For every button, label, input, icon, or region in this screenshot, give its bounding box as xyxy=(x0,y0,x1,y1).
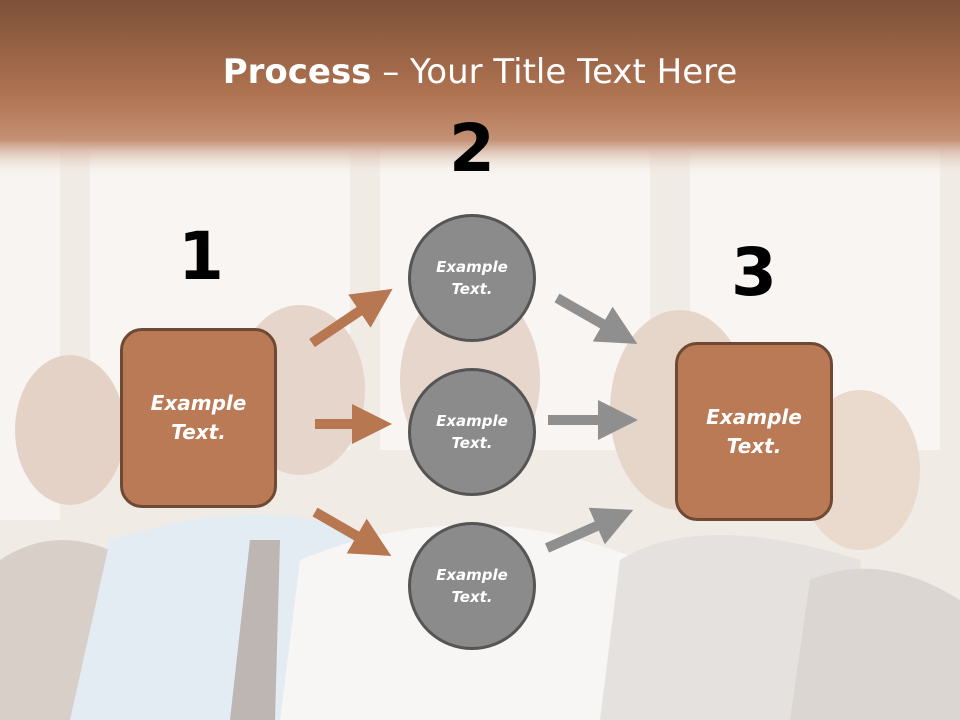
step-box-left-text: Example Text. xyxy=(150,391,247,444)
step-number-1: 1 xyxy=(178,218,224,295)
arrow-circle-bottom-to-box3 xyxy=(544,507,634,553)
title-bold: Process xyxy=(222,52,372,92)
circle-top-text: Example Text. xyxy=(436,257,508,299)
arrow-circle-top-to-box3 xyxy=(554,293,638,344)
circle-middle-text: Example Text. xyxy=(436,411,508,453)
step-number-3: 3 xyxy=(731,234,777,311)
circle-middle: Example Text. xyxy=(408,368,536,496)
slide-title: Process – Your Title Text Here xyxy=(0,52,960,92)
step-box-right-text: Example Text. xyxy=(706,404,802,458)
circle-top: Example Text. xyxy=(408,214,536,342)
step-number-2: 2 xyxy=(449,110,495,187)
title-rest: – Your Title Text Here xyxy=(371,52,738,92)
arrow-box1-to-circle-bottom xyxy=(312,507,392,556)
step-box-right: Example Text. xyxy=(675,342,833,521)
arrow-box1-to-circle-top xyxy=(309,288,393,348)
step-box-left: Example Text. xyxy=(120,328,277,508)
circle-bottom: Example Text. xyxy=(408,522,536,650)
circle-bottom-text: Example Text. xyxy=(436,565,508,607)
